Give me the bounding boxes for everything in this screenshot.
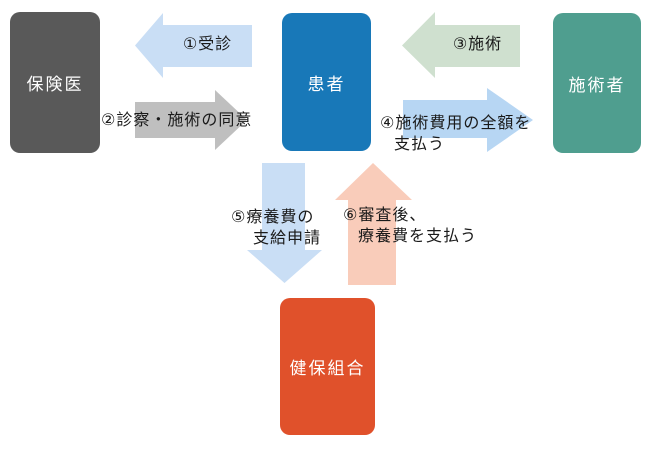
arrow-6-label: ⑥審査後、 療養費を支払う (343, 205, 477, 247)
arrow-2-label-line1: ②診察・施術の同意 (101, 112, 253, 129)
arrow-1-label: ①受診 (163, 35, 252, 55)
arrow-1-left-jushin (135, 13, 252, 78)
arrow-4-right-shiharau (403, 88, 533, 152)
node-practitioner: 施術者 (553, 13, 641, 153)
node-insurance-doctor-label: 保険医 (26, 75, 84, 94)
node-patient-label: 患者 (307, 74, 346, 94)
node-practitioner-label: 施術者 (568, 75, 626, 95)
arrow-5-label-line1: ⑤療養費の (231, 209, 315, 226)
arrow-4-label: ④施術費用の全額を 支払う (380, 113, 531, 155)
arrow-1-label-line1: ①受診 (182, 36, 233, 53)
node-insurance-doctor: 保険医 (10, 12, 100, 153)
node-patient: 患者 (282, 13, 371, 151)
arrow-4-label-line1: ④施術費用の全額を (380, 115, 532, 132)
arrow-5-label: ⑤療養費の 支給申請 (231, 207, 321, 249)
arrow-6-label-line2: 療養費を支払う (358, 228, 478, 245)
arrow-5-down-shinsei (247, 163, 322, 283)
arrow-2-label: ②診察・施術の同意 (101, 111, 252, 131)
arrow-2-right-doui (135, 90, 247, 150)
arrow-6-label-line1: ⑥審査後、 (343, 207, 427, 224)
arrow-3-label-line1: ③施術 (452, 36, 503, 53)
arrow-5-label-line2: 支給申請 (253, 230, 322, 247)
arrow-3-label: ③施術 (435, 35, 520, 55)
arrow-4-label-line2: 支払う (394, 136, 446, 153)
arrow-6-up-shiharau (335, 163, 412, 285)
node-health-insurance-union: 健保組合 (280, 298, 375, 435)
node-health-insurance-union-label: 健保組合 (289, 359, 366, 378)
arrow-3-left-sejutsu (402, 12, 520, 78)
